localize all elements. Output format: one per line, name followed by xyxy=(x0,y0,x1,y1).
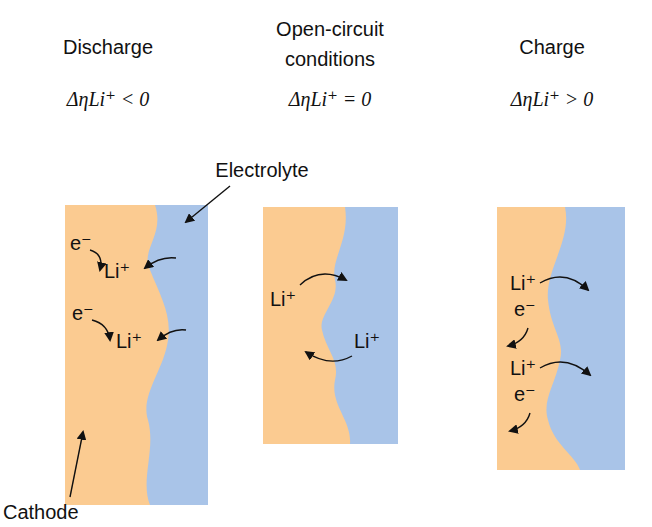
cathode-region xyxy=(65,205,208,505)
panel-heading: Charge xyxy=(472,32,632,62)
charge-carrier: Li⁺ xyxy=(104,260,130,282)
ion-arrow xyxy=(145,258,176,268)
overpotential-condition: ΔηLi⁺ = 0 xyxy=(250,84,410,114)
panel-heading: Discharge xyxy=(28,32,188,62)
ion-arrow xyxy=(540,362,590,375)
charge-carrier: e⁻ xyxy=(70,232,92,254)
charge-carrier: Li⁺ xyxy=(354,330,380,352)
ion-arrow xyxy=(158,330,186,340)
overpotential-condition: ΔηLi⁺ > 0 xyxy=(472,84,632,114)
cathode-region xyxy=(263,207,398,444)
charge-carrier: Li⁺ xyxy=(116,330,142,352)
charge-carrier: e⁻ xyxy=(514,298,536,320)
electrolyte-region xyxy=(146,205,208,505)
electrolyte-region xyxy=(546,207,625,470)
region-label: Cathode xyxy=(3,497,103,527)
leader-line xyxy=(186,186,230,222)
panel-heading: Open-circuit conditions xyxy=(260,14,400,74)
ion-arrow xyxy=(306,352,352,361)
electrode-panel: Li⁺ e⁻ Li⁺ e⁻ xyxy=(497,207,625,470)
charge-carrier: Li⁺ xyxy=(510,272,536,294)
ion-arrow xyxy=(300,274,346,285)
charge-carrier: Li⁺ xyxy=(270,288,296,310)
charge-carrier: Li⁺ xyxy=(510,357,536,379)
electron-arrow xyxy=(508,328,528,346)
electron-arrow xyxy=(510,413,530,431)
electron-arrow xyxy=(92,320,110,340)
ion-arrow xyxy=(540,277,588,290)
leader-line xyxy=(70,432,83,497)
region-label: Electrolyte xyxy=(197,155,327,185)
charge-carrier: e⁻ xyxy=(514,383,536,405)
charge-carrier: e⁻ xyxy=(72,302,94,324)
electrode-panel: Li⁺ Li⁺ xyxy=(263,207,398,444)
electrode-panel: e⁻ Li⁺ e⁻ Li⁺ xyxy=(65,205,208,505)
overpotential-condition: ΔηLi⁺ < 0 xyxy=(28,84,188,114)
electrolyte-region xyxy=(322,207,398,444)
cathode-region xyxy=(497,207,625,470)
